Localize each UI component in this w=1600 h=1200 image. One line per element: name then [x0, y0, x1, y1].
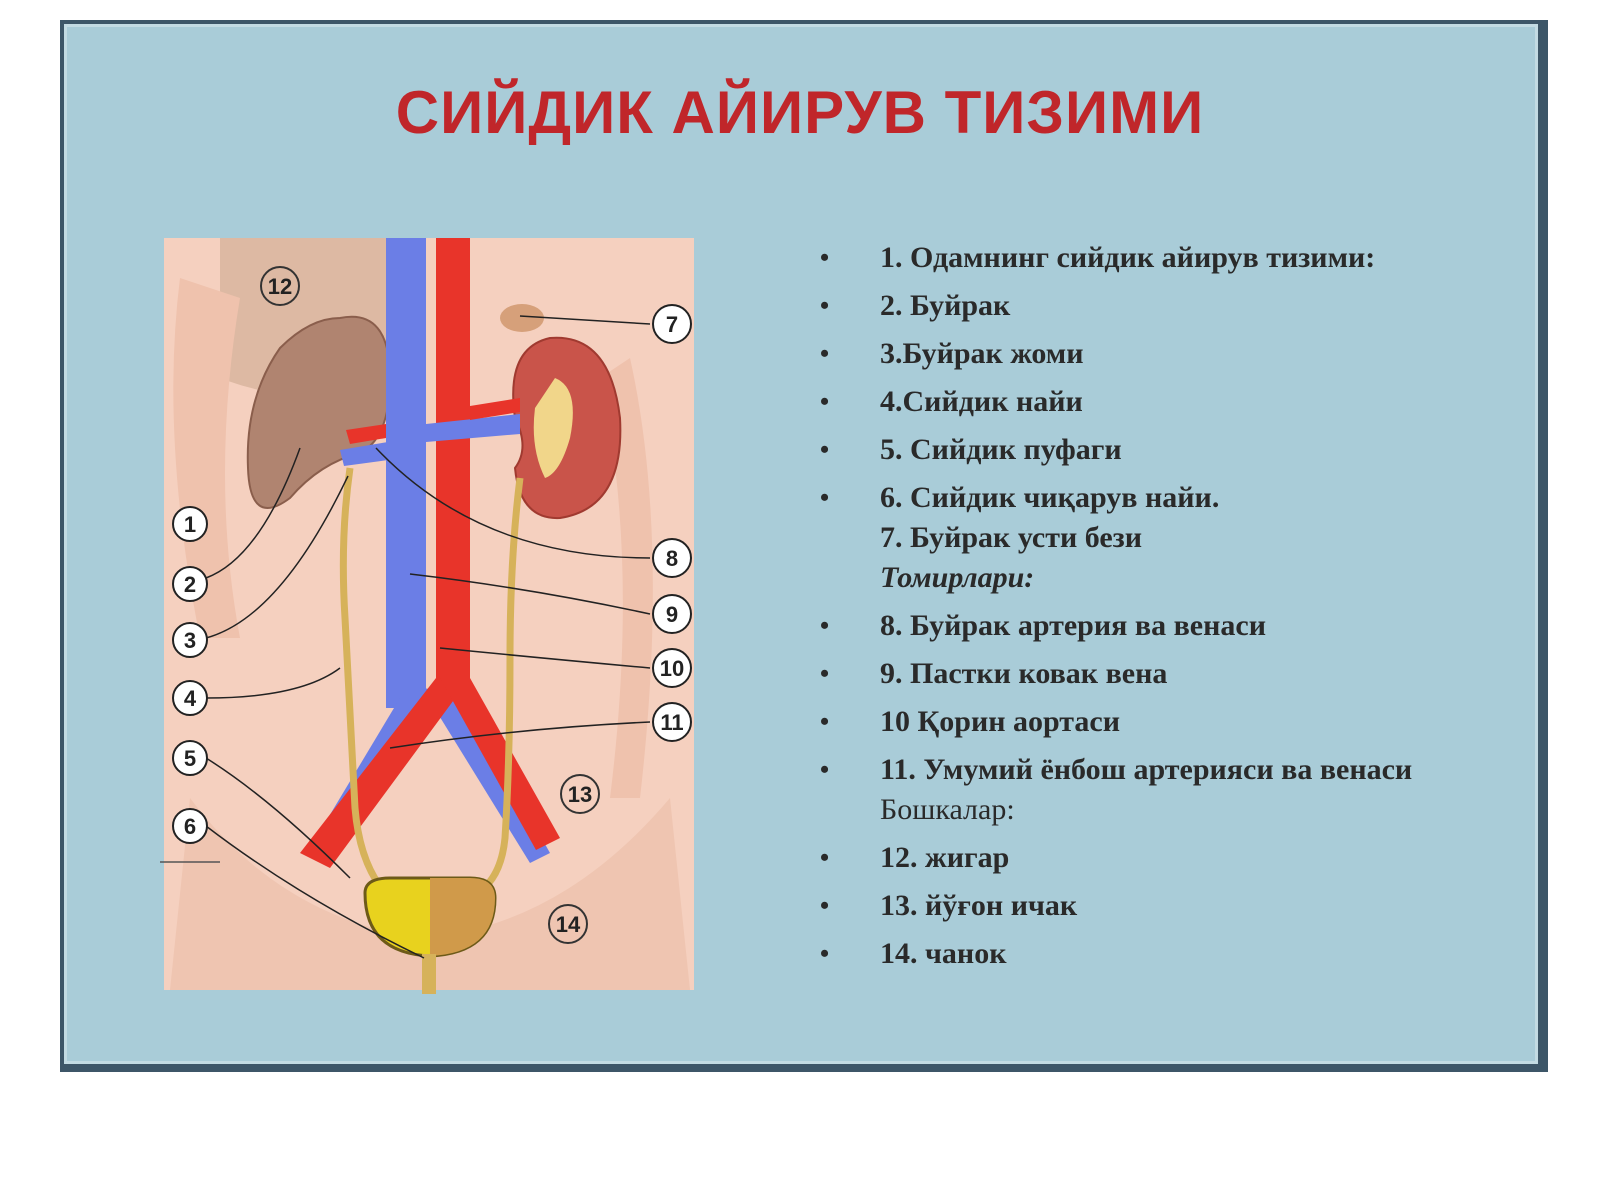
- callout-7: 7: [652, 304, 692, 344]
- svg-text:1: 1: [184, 512, 196, 537]
- legend-subheading: Бошкалар:: [880, 793, 1015, 826]
- legend-item: 12. жигар: [820, 838, 1500, 878]
- ureter-left: [339, 467, 393, 901]
- callout-9: 9: [652, 594, 692, 634]
- colon-region: [600, 358, 653, 798]
- legend-item: 3.Буйрак жоми: [820, 334, 1500, 374]
- urinary-system-figure: 1 2 3 4 5 6 7 8 9 10 11 12 13 14: [160, 238, 720, 1008]
- abdominal-aorta: [436, 238, 470, 698]
- svg-text:3: 3: [184, 628, 196, 653]
- svg-text:7: 7: [666, 312, 678, 337]
- legend-item: 1. Одамнинг сийдик айирув тизими:: [820, 238, 1500, 278]
- svg-text:12: 12: [268, 274, 292, 299]
- svg-text:5: 5: [184, 746, 196, 771]
- legend-item: 7. Буйрак усти бези: [880, 521, 1143, 554]
- legend-item: 8. Буйрак артерия ва венаси: [820, 606, 1500, 646]
- legend-item: 14. чанок: [820, 934, 1500, 974]
- legend-list: 1. Одамнинг сийдик айирув тизими: 2. Буй…: [820, 230, 1500, 974]
- bracket: [160, 861, 220, 863]
- svg-text:2: 2: [184, 572, 196, 597]
- callout-10: 10: [652, 648, 692, 688]
- callout-14: 14: [548, 904, 588, 944]
- legend-item: 11. Умумий ёнбош артерияси ва венаси: [820, 750, 1500, 790]
- callout-1: 1: [172, 506, 208, 542]
- callout-13: 13: [560, 774, 600, 814]
- callout-12: 12: [260, 266, 300, 306]
- callout-4: 4: [172, 680, 208, 716]
- callout-8: 8: [652, 538, 692, 578]
- flank-left: [173, 278, 240, 638]
- legend-item: 6. Сийдик чиқарув найи.: [820, 478, 1500, 518]
- legend-item: 2. Буйрак: [820, 286, 1500, 326]
- inferior-vena-cava: [386, 238, 426, 708]
- iliac-artery-left: [300, 678, 470, 868]
- renal-pelvis-right: [533, 378, 573, 478]
- urethra: [422, 954, 436, 994]
- svg-text:10: 10: [660, 656, 684, 681]
- svg-text:6: 6: [184, 814, 196, 839]
- anatomy-diagram: 1 2 3 4 5 6 7 8 9 10 11 12 13 14: [160, 238, 694, 994]
- svg-text:14: 14: [556, 912, 581, 937]
- callout-2: 2: [172, 566, 208, 602]
- adrenal-gland: [500, 304, 544, 332]
- svg-text:4: 4: [184, 686, 197, 711]
- legend-subheading: Томирлари:: [880, 561, 1035, 594]
- legend-item: 9. Пастки ковак вена: [820, 654, 1500, 694]
- callout-11: 11: [652, 702, 692, 742]
- iliac-vein-right: [422, 688, 550, 863]
- iliac-artery-right: [440, 678, 560, 850]
- svg-text:8: 8: [666, 546, 678, 571]
- renal-artery-right: [470, 398, 520, 420]
- legend-item: 13. йўғон ичак: [820, 886, 1500, 926]
- legend-item: 10 Қорин аортаси: [820, 702, 1500, 742]
- slide-title: СИЙДИК АЙИРУВ ТИЗИМИ: [395, 79, 1205, 146]
- callout-6: 6: [172, 808, 208, 844]
- renal-vein-right: [426, 414, 520, 442]
- bladder-section: [430, 878, 495, 956]
- svg-text:9: 9: [666, 602, 678, 627]
- callout-5: 5: [172, 740, 208, 776]
- callout-markers: 1 2 3 4 5 6 7 8 9 10 11 12 13 14: [172, 266, 692, 944]
- callout-3: 3: [172, 622, 208, 658]
- legend-item: 5. Сийдик пуфаги: [820, 430, 1500, 470]
- svg-text:13: 13: [568, 782, 592, 807]
- renal-artery-left: [346, 424, 386, 444]
- leader-lines: [205, 315, 651, 959]
- ureter-right: [463, 477, 524, 902]
- svg-text:11: 11: [660, 710, 683, 735]
- legend-item: 4.Сийдик найи: [820, 382, 1500, 422]
